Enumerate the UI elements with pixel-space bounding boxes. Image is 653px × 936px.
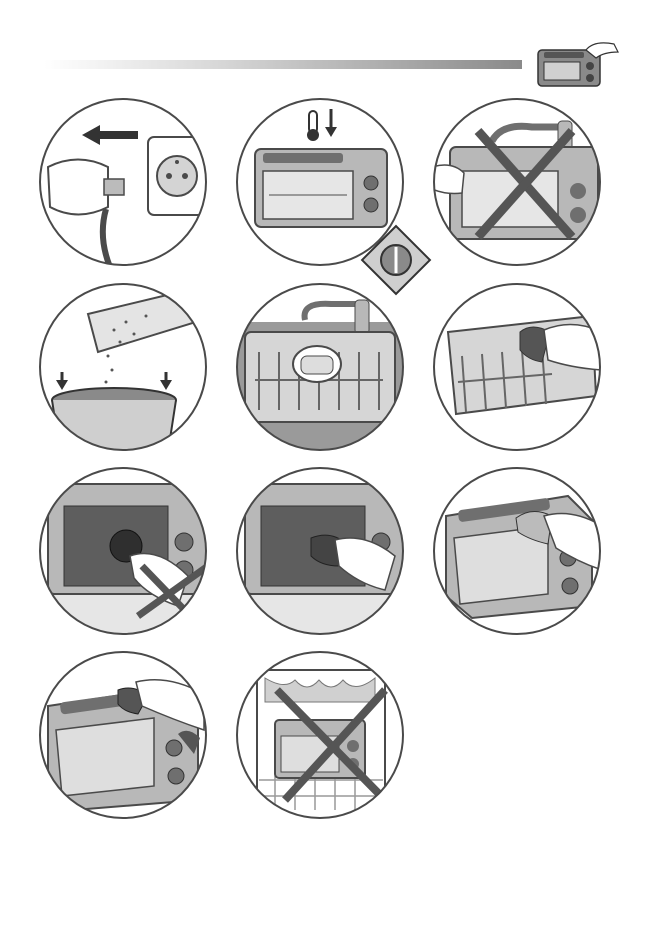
header-gradient-bar	[44, 60, 522, 69]
step-1-unplug	[38, 97, 208, 267]
step-6-dry-rack	[432, 282, 602, 452]
step-7-no-abrasive-interior	[38, 466, 208, 636]
step-4-empty-crumb-tray	[38, 282, 208, 452]
toaster-oven-cleaning-icon	[530, 38, 622, 92]
step-8-wipe-interior	[235, 466, 405, 636]
step-11-no-dishwasher	[235, 650, 405, 820]
step-9-wipe-exterior	[432, 466, 602, 636]
step-3-no-water	[432, 97, 602, 267]
step-10-wipe-toaster-slots	[38, 650, 208, 820]
step-5-wash-rack	[235, 282, 405, 452]
